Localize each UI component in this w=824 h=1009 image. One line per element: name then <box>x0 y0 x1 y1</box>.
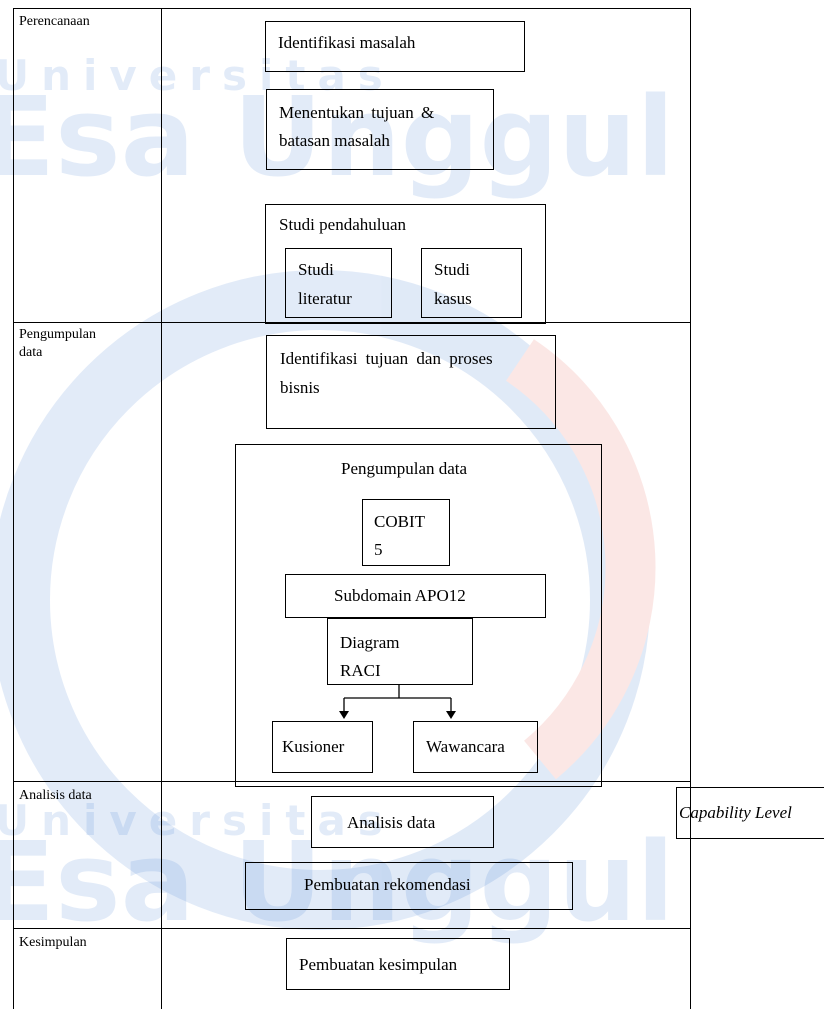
cobit-box <box>362 499 450 566</box>
cobit-line2: 5 <box>374 540 383 559</box>
studi-literatur-line2: literatur <box>298 289 352 308</box>
diagram-raci-box <box>327 618 473 685</box>
studi-kasus-line2: kasus <box>434 289 472 308</box>
kusioner-text: Kusioner <box>282 737 345 756</box>
identifikasi-tujuan-line2: bisnis <box>280 378 320 397</box>
lane-label-pengumpulan-line1: Pengumpulan <box>19 327 96 342</box>
studi-pendahuluan-box <box>265 204 546 324</box>
svg-text:Esa Unggul: Esa Unggul <box>0 73 674 201</box>
studi-literatur-line1: Studi <box>298 260 334 279</box>
grid-row-divider-3 <box>13 928 691 929</box>
lane-label-analisis: Analisis data <box>19 788 92 803</box>
capability-level-text: Capability Level <box>679 803 792 822</box>
arrow-to-kusioner <box>339 711 349 719</box>
studi-kasus-line1: Studi <box>434 260 470 279</box>
grid-row-divider-1 <box>13 322 691 323</box>
wawancara-text: Wawancara <box>426 737 505 756</box>
identifikasi-tujuan-line1: Identifikasi tujuan dan proses <box>280 349 493 368</box>
identifikasi-tujuan-box <box>266 335 556 429</box>
lane-label-perencanaan: Perencanaan <box>19 14 90 29</box>
subdomain-apo12-text: Subdomain APO12 <box>334 586 466 605</box>
subdomain-apo12-box <box>285 574 546 618</box>
analisis-data-box <box>311 796 494 848</box>
lane-label-pengumpulan-line2: data <box>19 345 43 360</box>
tujuan-batasan-line2: batasan masalah <box>279 131 390 150</box>
grid-top-border <box>13 8 691 9</box>
identifikasi-masalah-text: Identifikasi masalah <box>278 33 416 52</box>
svg-text:Esa Unggul: Esa Unggul <box>0 818 674 946</box>
pembuatan-rekomendasi-box <box>245 862 573 910</box>
pengumpulan-data-container <box>235 444 602 787</box>
lane-label-kesimpulan: Kesimpulan <box>19 935 87 950</box>
wawancara-box <box>413 721 538 773</box>
pembuatan-kesimpulan-text: Pembuatan kesimpulan <box>299 955 458 974</box>
diagram-raci-line2: RACI <box>340 661 381 680</box>
studi-kasus-box <box>421 248 522 318</box>
pembuatan-rekomendasi-text: Pembuatan rekomendasi <box>304 875 471 894</box>
tujuan-batasan-line1: Menentukan tujuan & <box>279 103 435 122</box>
studi-literatur-box <box>285 248 392 318</box>
grid-left-border <box>13 8 14 1009</box>
svg-text:Universitas: Universitas <box>0 796 395 845</box>
arrow-to-wawancara <box>446 711 456 719</box>
grid-row-divider-2 <box>13 781 691 782</box>
pengumpulan-data-title: Pengumpulan data <box>341 459 468 478</box>
kusioner-box <box>272 721 373 773</box>
identifikasi-masalah-box <box>265 21 525 72</box>
capability-level-box <box>676 787 824 839</box>
grid-label-divider <box>161 8 162 1009</box>
cobit-line1: COBIT <box>374 512 425 531</box>
grid-right-border <box>690 8 691 1009</box>
pembuatan-kesimpulan-box <box>286 938 510 990</box>
diagram-raci-line1: Diagram <box>340 633 400 652</box>
analisis-data-text: Analisis data <box>347 813 436 832</box>
tujuan-batasan-box <box>266 89 494 170</box>
studi-pendahuluan-text: Studi pendahuluan <box>279 215 407 234</box>
svg-text:Universitas: Universitas <box>0 51 395 100</box>
